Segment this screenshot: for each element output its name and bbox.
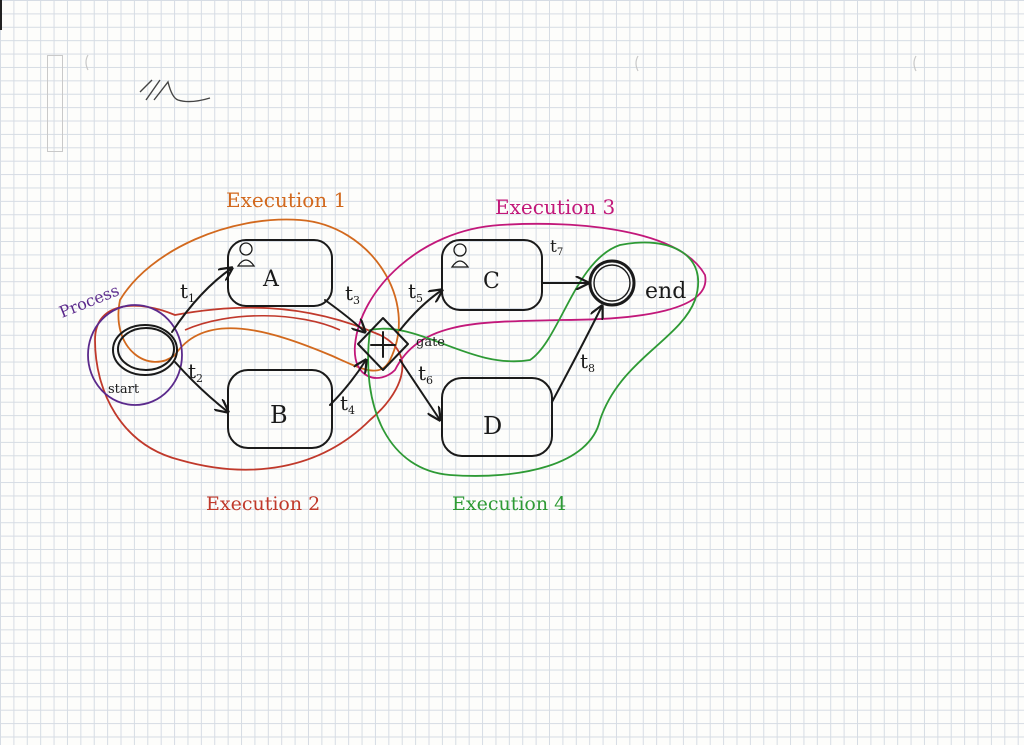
arrow-t8 [551,306,602,403]
execution2-label: Execution 2 [206,493,320,515]
execution3-label: Execution 3 [495,195,615,219]
arrow-t4 [329,360,366,406]
process-outline [87,304,183,406]
start-label: start [108,382,140,397]
execution1-label: Execution 1 [226,188,346,212]
task-c-label: C [483,269,500,294]
execution4-label: Execution 4 [452,493,566,515]
page-edge-mark [0,0,2,30]
process-label: Process [56,281,121,322]
label-t8: t8 [580,349,595,375]
task-d: D [441,377,553,457]
execution2-inner-loop [184,314,341,331]
label-t3: t3 [345,281,360,307]
arrow-t3 [324,299,365,332]
arrow-t2 [174,361,228,412]
label-t2: t2 [188,359,203,385]
execution2-outline [94,304,404,471]
hole-mark-right [913,55,917,72]
hole-mark-middle [635,55,639,72]
label-t5: t5 [408,279,423,305]
user-icon-task-a [236,242,256,267]
arrow-t5 [399,290,442,331]
task-b: B [227,369,333,449]
label-t6: t6 [418,361,433,387]
plus-gateway-icon [370,331,396,358]
execution4-outline [367,241,700,477]
task-c: C [441,239,543,311]
start-event: start [108,324,178,397]
parallel-gateway: gate + [0,0,445,371]
task-a: A [227,239,333,307]
gateway-label: gate [416,335,445,350]
label-t1: t1 [180,279,195,305]
gateway-symbol: + [0,0,1,1]
task-b-label: B [270,401,288,429]
user-icon-task-c [450,243,470,268]
arrow-t1 [171,268,232,333]
arrow-t6 [399,359,440,420]
signature: ulh [139,79,211,121]
signature-text: ulh [150,119,152,121]
task-d-label: D [483,412,502,440]
end-event: end [588,259,686,307]
label-t4: t4 [340,391,355,417]
label-t7: t7 [550,237,563,258]
hole-mark-left [85,54,89,71]
task-a-label: A [262,267,280,292]
end-label: end [645,279,686,304]
